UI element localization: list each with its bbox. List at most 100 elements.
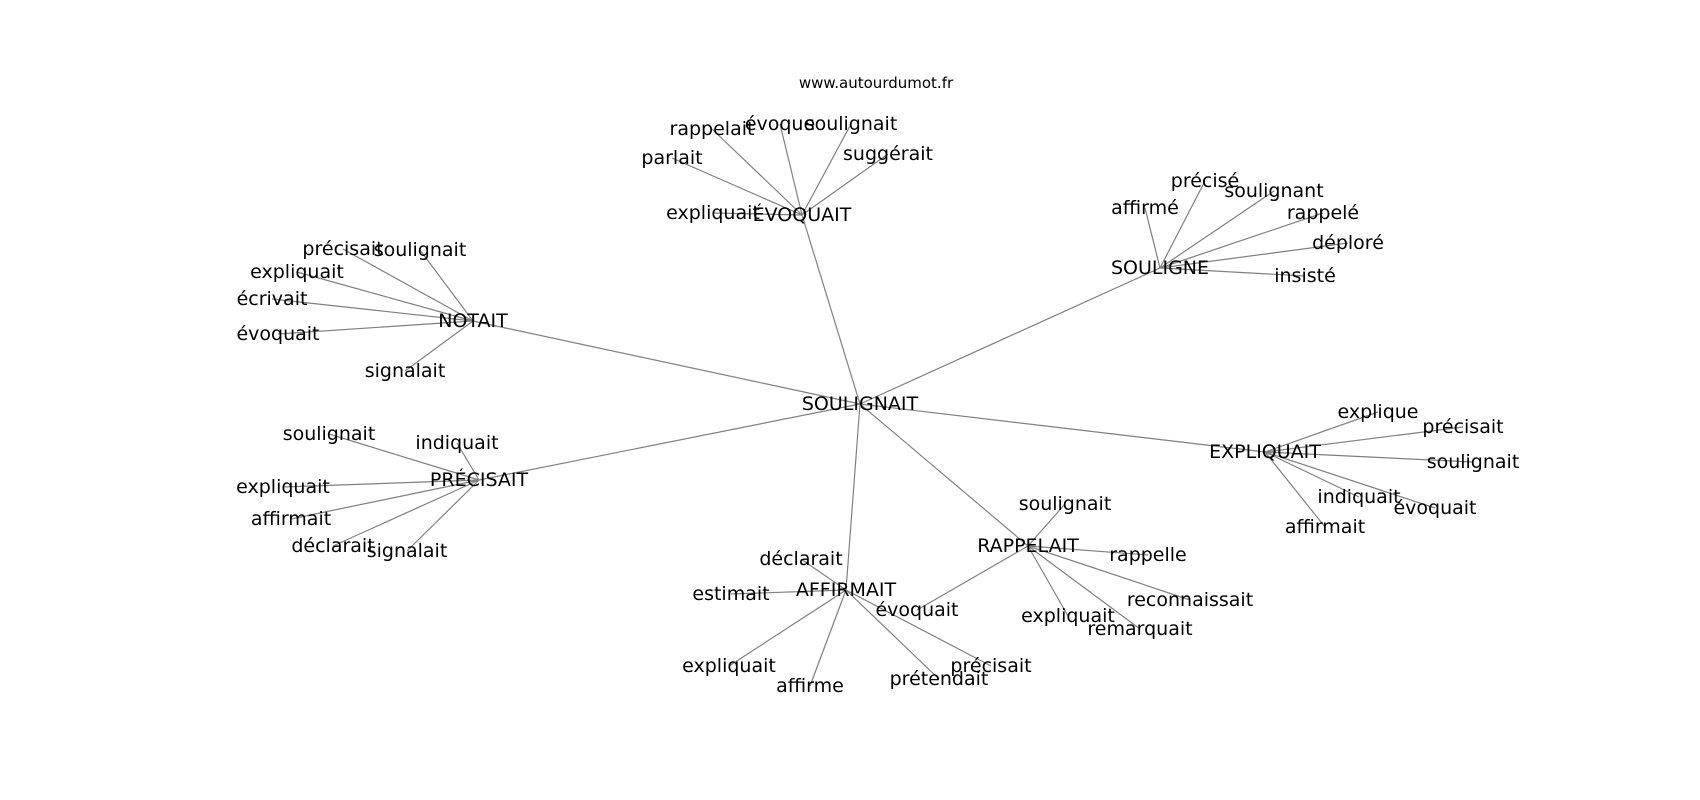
hub-leaf-edge [1159, 212, 1324, 269]
site-url: www.autourdumot.fr [799, 74, 954, 92]
leaf-word-node[interactable]: écrivait [237, 288, 308, 310]
leaf-word-node[interactable]: parlait [641, 147, 702, 169]
leaf-word-node[interactable]: évoque [745, 113, 815, 135]
hub-leaf-edge [809, 589, 847, 687]
hub-leaf-edge [1264, 451, 1360, 498]
leaf-word-node[interactable]: déclarait [291, 535, 374, 557]
center-hub-edge [801, 214, 861, 405]
hub-leaf-edge [916, 545, 1029, 611]
center-hub-edge [859, 403, 1266, 453]
hub-leaf-edge [711, 128, 803, 216]
hub-leaf-edge [1027, 545, 1141, 630]
hub-leaf-edge [1159, 180, 1206, 269]
hub-leaf-edge [779, 123, 803, 216]
hub-leaf-edge [277, 320, 474, 335]
graph-labels: SOULIGNAITÉVOQUAITrappelaitévoquesoulign… [236, 113, 1519, 697]
leaf-word-node[interactable]: affirme [776, 675, 844, 697]
graph-edges [271, 123, 1474, 687]
hub-leaf-edge [296, 271, 474, 322]
leaf-word-node[interactable]: soulignait [1019, 493, 1112, 515]
hub-leaf-edge [1144, 207, 1161, 269]
leaf-word-node[interactable]: soulignait [283, 423, 376, 445]
leaf-word-node[interactable]: expliquait [1021, 605, 1115, 627]
center-hub-edge [859, 403, 1029, 547]
hub-leaf-edge [1027, 503, 1066, 547]
hub-word-node[interactable]: NOTAIT [438, 310, 508, 332]
hub-leaf-edge [1159, 267, 1306, 277]
leaf-word-node[interactable]: soulignant [1224, 180, 1323, 202]
leaf-word-node[interactable]: affirmait [251, 508, 331, 530]
leaf-word-node[interactable]: expliquait [250, 261, 344, 283]
leaf-word-node[interactable]: insisté [1274, 265, 1336, 287]
hub-leaf-edge [328, 433, 480, 481]
hub-leaf-edge [456, 442, 480, 481]
leaf-word-node[interactable]: rappelé [1287, 202, 1359, 224]
leaf-word-node[interactable]: rappelle [1109, 544, 1187, 566]
hub-leaf-edge [406, 479, 480, 552]
leaf-word-node[interactable]: affirmait [1285, 516, 1365, 538]
hub-leaf-edge [671, 157, 803, 216]
center-word-node[interactable]: SOULIGNAIT [802, 393, 919, 415]
hub-leaf-edge [1264, 411, 1379, 453]
leaf-word-node[interactable]: signalait [367, 540, 448, 562]
hub-leaf-edge [845, 589, 992, 667]
leaf-word-node[interactable]: expliquait [236, 476, 330, 498]
hub-leaf-edge [1264, 451, 1436, 509]
leaf-word-node[interactable]: précisait [1422, 416, 1503, 438]
hub-word-node[interactable]: ÉVOQUAIT [753, 203, 852, 226]
hub-leaf-edge [290, 479, 480, 520]
hub-leaf-edge [801, 123, 852, 216]
center-hub-edge [859, 267, 1161, 405]
leaf-word-node[interactable]: évoquait [1393, 497, 1476, 519]
hub-word-node[interactable]: AFFIRMAIT [796, 579, 897, 601]
leaf-word-node[interactable]: précisait [302, 238, 383, 260]
hub-leaf-edge [1027, 545, 1069, 617]
leaf-word-node[interactable]: indiquait [1317, 486, 1400, 508]
center-hub-edge [478, 403, 861, 481]
leaf-word-node[interactable]: prétendait [890, 668, 989, 690]
hub-leaf-edge [1027, 545, 1191, 601]
hub-leaf-edge [712, 212, 803, 216]
leaf-word-node[interactable]: précisé [1171, 170, 1239, 192]
hub-leaf-edge [1264, 451, 1474, 463]
leaf-word-node[interactable]: indiquait [415, 432, 498, 454]
leaf-word-node[interactable]: signalait [365, 360, 446, 382]
hub-leaf-edge [1159, 190, 1275, 269]
hub-word-node[interactable]: EXPLIQUAIT [1209, 441, 1321, 463]
leaf-word-node[interactable]: évoquait [236, 323, 319, 345]
hub-leaf-edge [800, 558, 847, 591]
hub-leaf-edge [282, 479, 480, 488]
leaf-word-node[interactable]: estimait [692, 583, 769, 605]
leaf-word-node[interactable]: expliquait [666, 202, 760, 224]
hub-leaf-edge [845, 589, 940, 680]
leaf-word-node[interactable]: reconnaissait [1127, 589, 1253, 611]
leaf-word-node[interactable]: rappelait [670, 118, 755, 140]
hub-leaf-edge [404, 320, 474, 372]
hub-leaf-edge [801, 153, 889, 216]
leaf-word-node[interactable]: déploré [1312, 232, 1384, 254]
hub-leaf-edge [332, 479, 480, 547]
leaf-word-node[interactable]: soulignait [1427, 451, 1520, 473]
hub-leaf-edge [1264, 451, 1326, 528]
hub-word-node[interactable]: RAPPELAIT [977, 535, 1079, 557]
leaf-word-node[interactable]: affirmé [1111, 197, 1179, 219]
center-hub-edge [845, 403, 861, 591]
leaf-word-node[interactable]: expliquait [682, 655, 776, 677]
leaf-word-node[interactable]: soulignait [374, 239, 467, 261]
leaf-word-node[interactable]: évoquait [875, 599, 958, 621]
leaf-word-node[interactable]: déclarait [759, 548, 842, 570]
leaf-word-node[interactable]: remarquait [1087, 618, 1192, 640]
center-hub-edge [472, 320, 861, 405]
leaf-word-node[interactable]: suggérait [843, 143, 933, 165]
hub-word-node[interactable]: PRÉCISAIT [430, 468, 529, 491]
hub-leaf-edge [419, 249, 474, 322]
hub-leaf-edge [271, 298, 474, 322]
leaf-word-node[interactable]: précisait [950, 655, 1031, 677]
hub-leaf-edge [1264, 426, 1464, 453]
leaf-word-node[interactable]: explique [1337, 401, 1418, 423]
hub-word-node[interactable]: SOULIGNE [1111, 257, 1209, 279]
hub-leaf-edge [342, 248, 474, 322]
leaf-word-node[interactable]: soulignait [805, 113, 898, 135]
hub-leaf-edge [730, 589, 847, 595]
